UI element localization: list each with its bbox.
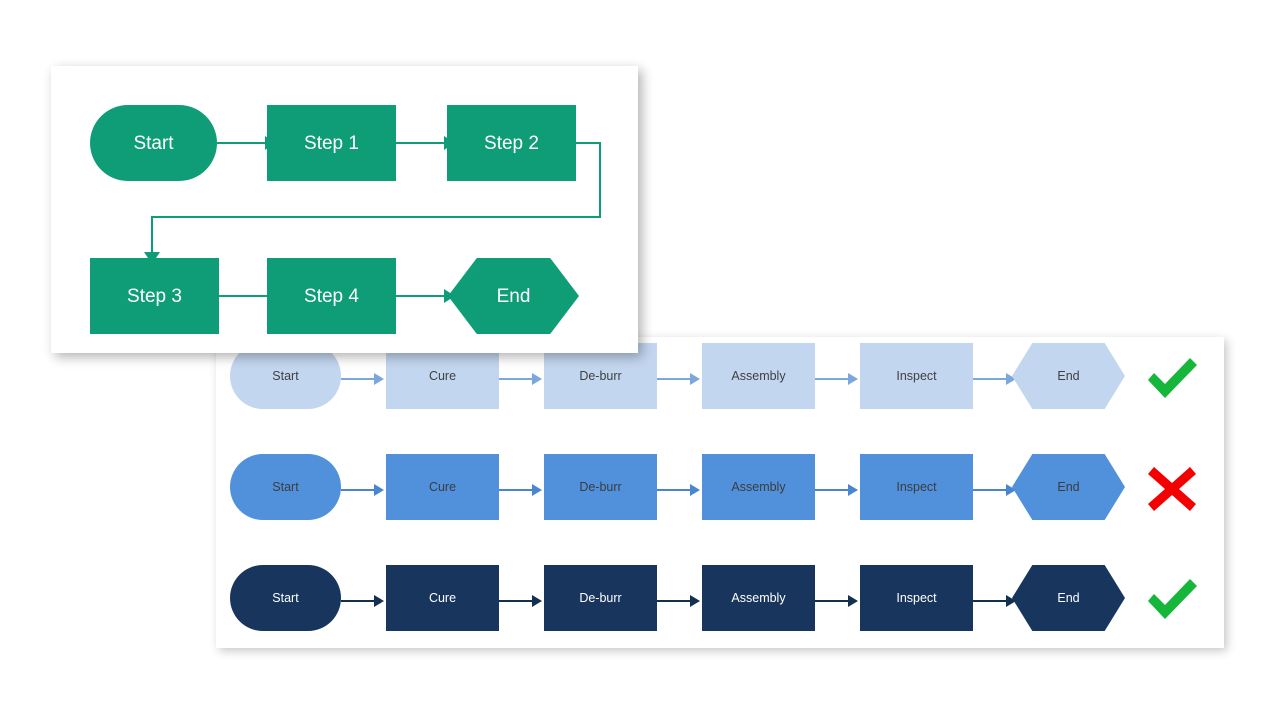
node-step3-green[interactable]: Step 3 [90, 258, 219, 334]
node-label: End [1057, 479, 1080, 494]
node-inspect-light[interactable]: Inspect [860, 343, 973, 409]
node-label: De-burr [579, 368, 622, 383]
connector-line [499, 378, 532, 380]
node-label: End [1057, 368, 1080, 383]
elbow-segment-right [576, 142, 601, 144]
node-step4-green[interactable]: Step 4 [267, 258, 396, 334]
node-cure-mid[interactable]: Cure [386, 454, 499, 520]
connector-line [815, 489, 848, 491]
connector-line [499, 489, 532, 491]
node-step1-green[interactable]: Step 1 [267, 105, 396, 181]
node-label: Start [272, 368, 299, 383]
node-label: Step 4 [304, 285, 359, 307]
connector-arrowhead [532, 373, 542, 385]
node-label: Inspect [896, 590, 937, 605]
node-label: De-burr [579, 590, 622, 605]
node-label: Step 1 [304, 132, 359, 154]
node-inspect-dark[interactable]: Inspect [860, 565, 973, 631]
node-assembly-mid[interactable]: Assembly [702, 454, 815, 520]
node-deburr-mid[interactable]: De-burr [544, 454, 657, 520]
connector-line [657, 378, 690, 380]
node-end-dark[interactable]: End [1012, 565, 1125, 631]
connector-line [341, 378, 374, 380]
connector-arrowhead [848, 595, 858, 607]
connector-arrowhead [848, 373, 858, 385]
connector-line [217, 142, 265, 144]
sample-flowchart-card: Start Step 1 Step 2 Step 3 Step 4 End [51, 66, 638, 353]
verdict-check-icon-light [1140, 347, 1204, 411]
connector-arrowhead [532, 484, 542, 496]
connector-line [341, 600, 374, 602]
connector-line [973, 600, 1006, 602]
node-assembly-light[interactable]: Assembly [702, 343, 815, 409]
node-end-light[interactable]: End [1012, 343, 1125, 409]
verdict-check-icon-dark [1140, 568, 1204, 632]
node-label: End [1057, 590, 1080, 605]
connector-arrowhead [690, 373, 700, 385]
node-end-green[interactable]: End [448, 258, 579, 334]
node-label: Cure [428, 479, 457, 494]
connector-line [815, 600, 848, 602]
node-label: Assembly [731, 590, 786, 605]
connector-arrowhead [690, 484, 700, 496]
connector-line [341, 489, 374, 491]
node-label: Inspect [896, 368, 937, 383]
node-deburr-light[interactable]: De-burr [544, 343, 657, 409]
node-label: De-burr [579, 479, 622, 494]
node-inspect-mid[interactable]: Inspect [860, 454, 973, 520]
connector-arrowhead [374, 484, 384, 496]
connector-line [973, 378, 1006, 380]
node-deburr-dark[interactable]: De-burr [544, 565, 657, 631]
elbow-segment-left [151, 216, 601, 218]
node-start-mid[interactable]: Start [230, 454, 341, 520]
connector-line [657, 489, 690, 491]
connector-line [815, 378, 848, 380]
connector-line [219, 295, 267, 297]
node-label: Step 3 [127, 285, 182, 307]
connector-arrowhead [1006, 484, 1016, 496]
node-label: Cure [428, 368, 457, 383]
node-label: Cure [428, 590, 457, 605]
node-cure-dark[interactable]: Cure [386, 565, 499, 631]
node-label: Assembly [731, 479, 786, 494]
node-label: Assembly [731, 368, 786, 383]
node-label: Inspect [896, 479, 937, 494]
connector-arrowhead [532, 595, 542, 607]
node-start-dark[interactable]: Start [230, 565, 341, 631]
connector-arrowhead [690, 595, 700, 607]
elbow-segment-drop [151, 216, 153, 254]
node-label: Start [272, 479, 299, 494]
connector-line [657, 600, 690, 602]
connector-line [973, 489, 1006, 491]
connector-arrowhead [1006, 373, 1016, 385]
node-label: Step 2 [484, 132, 539, 154]
verdict-cross-icon-mid [1140, 457, 1204, 521]
node-end-mid[interactable]: End [1012, 454, 1125, 520]
connector-line [396, 295, 444, 297]
elbow-segment-down [599, 142, 601, 218]
connector-line [499, 600, 532, 602]
node-start-light[interactable]: Start [230, 343, 341, 409]
node-label: Start [133, 132, 174, 154]
node-start-green[interactable]: Start [90, 105, 217, 181]
node-cure-light[interactable]: Cure [386, 343, 499, 409]
process-variants-card: Start Cure De-burr Assembly Inspect [216, 337, 1224, 648]
connector-arrowhead [1006, 595, 1016, 607]
connector-arrowhead [374, 595, 384, 607]
node-assembly-dark[interactable]: Assembly [702, 565, 815, 631]
node-label: End [496, 285, 531, 307]
connector-line [396, 142, 444, 144]
connector-arrowhead [848, 484, 858, 496]
node-label: Start [272, 590, 299, 605]
node-step2-green[interactable]: Step 2 [447, 105, 576, 181]
connector-arrowhead [374, 373, 384, 385]
